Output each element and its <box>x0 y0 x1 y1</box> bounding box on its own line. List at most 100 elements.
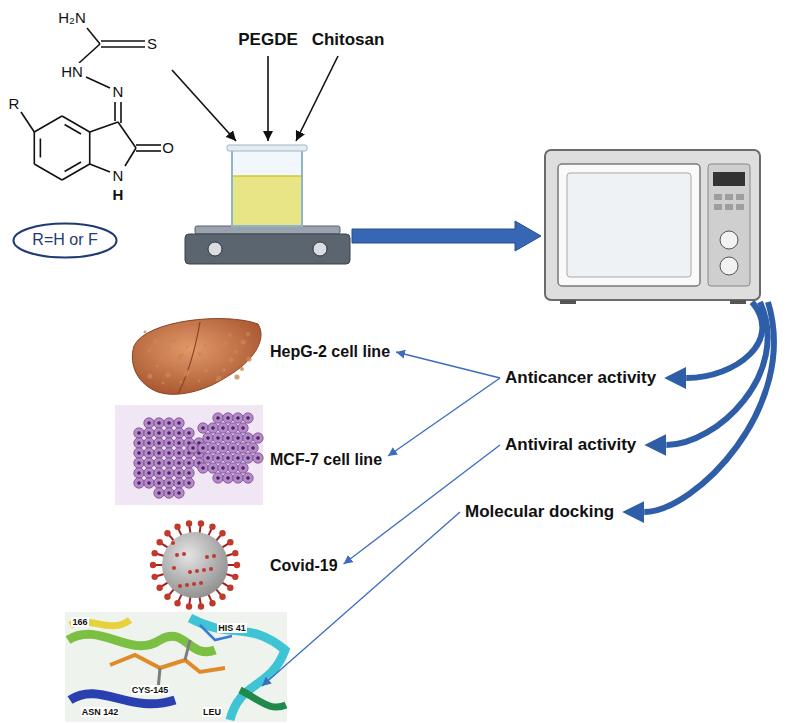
reagent-label: PEGDE <box>238 30 298 50</box>
cell <box>164 488 174 498</box>
cell <box>184 478 194 488</box>
atom-label: N <box>112 167 125 184</box>
liver-spot <box>168 347 171 350</box>
liver-spot <box>228 357 233 362</box>
liver-spot <box>156 365 159 368</box>
oven-body <box>545 150 760 300</box>
cell <box>154 488 164 498</box>
chemical-bond <box>136 150 161 152</box>
cell <box>223 473 233 483</box>
surface-protein <box>202 568 206 572</box>
activity-label: Antiviral activity <box>505 435 636 455</box>
cell-nucleus <box>147 451 151 455</box>
coronavirus-picture <box>150 520 240 610</box>
cell-nucleus <box>167 451 171 455</box>
cell <box>188 443 198 453</box>
liver-spot <box>192 363 195 366</box>
cell <box>233 433 243 443</box>
cell <box>164 448 174 458</box>
spike-tip <box>156 539 162 545</box>
activity-label: Anticancer activity <box>505 368 656 388</box>
arrow-line <box>262 512 460 686</box>
cell <box>198 443 208 453</box>
liver-spot <box>210 362 213 365</box>
liver-lobe-line <box>178 322 200 394</box>
cell <box>164 418 174 428</box>
liver-spot <box>159 355 164 360</box>
cell <box>243 433 253 443</box>
curved-process-arrow <box>686 302 762 378</box>
ligand-stick <box>158 640 190 690</box>
liver-picture <box>132 319 261 395</box>
chemical-bond <box>65 125 81 134</box>
liver-spot <box>216 351 220 355</box>
cell <box>134 478 144 488</box>
cell-line-label: MCF-7 cell line <box>270 451 382 469</box>
ellipse-shape <box>14 224 117 258</box>
cell-nucleus <box>201 426 205 430</box>
cell <box>238 443 248 453</box>
atom-label: HN <box>60 63 84 80</box>
cell <box>218 443 228 453</box>
cell-nucleus <box>157 461 161 465</box>
cell-nucleus <box>201 446 205 450</box>
cell-nucleus <box>177 441 181 445</box>
dial <box>720 257 738 275</box>
cell <box>134 468 144 478</box>
ribbon <box>190 618 285 720</box>
drawing <box>21 28 774 722</box>
chemical-bond <box>87 28 100 44</box>
cell-nucleus <box>177 461 181 465</box>
cell-nucleus <box>226 436 230 440</box>
liver-spot <box>222 344 225 347</box>
cell <box>243 413 253 423</box>
chemical-bond <box>101 46 145 48</box>
control-panel <box>708 164 750 286</box>
cell-nucleus <box>216 456 220 460</box>
cell-nucleus <box>147 461 151 465</box>
cell-nucleus <box>236 456 240 460</box>
surface-protein <box>175 553 179 557</box>
cell <box>213 433 223 443</box>
residue-label: HIS 41 <box>217 623 247 633</box>
cell <box>203 453 213 463</box>
cell-nucleus <box>137 431 141 435</box>
cell <box>213 473 223 483</box>
cell <box>164 428 174 438</box>
dial <box>720 231 738 249</box>
spike-tip <box>174 524 180 530</box>
cell-nucleus <box>177 451 181 455</box>
chemical-bond <box>79 44 100 63</box>
chemical-bond <box>90 164 110 172</box>
spike-tip <box>164 594 170 600</box>
liver-spot <box>246 332 250 336</box>
cell-nucleus <box>147 431 151 435</box>
surface-protein <box>199 581 203 585</box>
cell <box>243 473 253 483</box>
chemical-bond <box>125 148 136 166</box>
liver-spot <box>228 333 232 337</box>
cell-nucleus <box>216 436 220 440</box>
cell <box>233 473 243 483</box>
liver-shape <box>132 319 261 395</box>
cell-nucleus <box>177 431 181 435</box>
docking-ground <box>65 612 287 722</box>
cell <box>233 413 243 423</box>
microwave-oven <box>545 150 760 304</box>
cell-nucleus <box>246 416 250 420</box>
surface-protein <box>185 583 189 587</box>
liver-spot <box>222 340 227 345</box>
hot-plate-stirrer <box>185 145 350 264</box>
cell-nucleus <box>211 466 215 470</box>
spike-tip <box>152 574 158 580</box>
spike-tip <box>198 520 204 526</box>
cell-nucleus <box>147 481 151 485</box>
arrow-line <box>267 56 269 141</box>
cell <box>174 448 184 458</box>
cell <box>198 463 208 473</box>
cell <box>208 463 218 473</box>
liver-spot <box>171 337 176 342</box>
liver-spot <box>153 338 158 343</box>
cell-nucleus <box>147 471 151 475</box>
button <box>725 194 733 200</box>
